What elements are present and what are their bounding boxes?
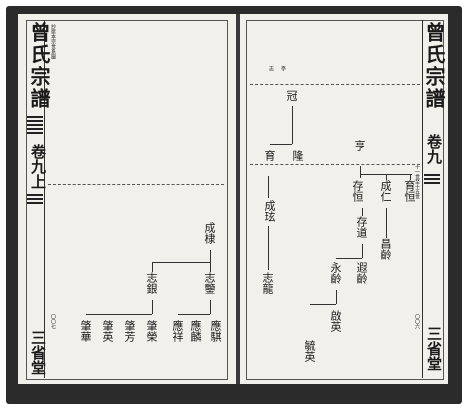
generation-divider bbox=[250, 164, 420, 165]
member-name: 育恒 bbox=[403, 180, 416, 202]
tree-line bbox=[270, 144, 292, 145]
volume-rule-bars bbox=[424, 174, 440, 186]
member-name: 志龍 bbox=[261, 272, 274, 294]
member-name: 遐齡 bbox=[355, 262, 368, 284]
tree-line bbox=[360, 166, 361, 178]
tree-line bbox=[410, 174, 411, 180]
member-name: 存道 bbox=[355, 216, 368, 238]
member-name: 毓英 bbox=[303, 340, 316, 362]
book-gutter bbox=[236, 14, 240, 384]
left-page: 曾氏宗譜 卷九上 三省堂 抄漿本宗世系圖 〇〇七 成棣 志銀 志鑒 肇華 肇英 … bbox=[18, 14, 236, 384]
member-name: 昌齡 bbox=[379, 238, 392, 260]
member-name: 育 bbox=[263, 150, 276, 161]
tree-line bbox=[210, 250, 211, 262]
member-name: 肇華 bbox=[79, 320, 92, 342]
top-label: 志 bbox=[268, 66, 274, 71]
generation-divider bbox=[48, 184, 224, 185]
hall-name: 三省堂 bbox=[425, 326, 443, 371]
title-rule-bars bbox=[27, 116, 43, 136]
tree-line bbox=[210, 300, 211, 314]
series-label: 十一世至十五世 bbox=[414, 164, 420, 199]
tree-line bbox=[386, 174, 387, 180]
series-label: 抄漿本宗世系圖 bbox=[50, 24, 56, 59]
member-name: 肇芳 bbox=[123, 320, 136, 342]
volume-label: 卷九 bbox=[425, 134, 443, 164]
member-name: 志銀 bbox=[145, 272, 158, 294]
member-name: 亨 bbox=[353, 140, 366, 151]
member-name: 成仁 bbox=[379, 180, 392, 202]
tree-line bbox=[336, 290, 337, 304]
page-number: 〇〇六 bbox=[414, 314, 420, 329]
margin-rule bbox=[44, 20, 45, 378]
member-name: 志鑒 bbox=[203, 272, 216, 294]
tree-line bbox=[362, 208, 363, 216]
tree-line bbox=[152, 262, 210, 263]
member-name: 應騏 bbox=[209, 320, 222, 342]
tree-line bbox=[86, 314, 152, 315]
member-name: 肇榮 bbox=[145, 320, 158, 342]
page-frame bbox=[26, 20, 228, 380]
member-name: 永齡 bbox=[329, 262, 342, 284]
tree-line bbox=[152, 262, 153, 272]
tree-line bbox=[386, 208, 387, 238]
tree-line bbox=[210, 262, 211, 272]
generation-divider bbox=[250, 84, 420, 85]
member-name: 啟英 bbox=[329, 310, 342, 332]
volume-rule-bars bbox=[27, 194, 43, 206]
tree-line bbox=[292, 106, 293, 144]
tree-line bbox=[310, 304, 336, 305]
member-name: 冠 bbox=[285, 90, 298, 101]
member-name: 存恒 bbox=[351, 180, 364, 202]
member-name: 肇英 bbox=[101, 320, 114, 342]
member-name: 成棣 bbox=[203, 222, 216, 244]
top-label: 亭 bbox=[280, 66, 286, 71]
tree-line bbox=[362, 244, 363, 258]
member-name: 隆 bbox=[291, 150, 304, 161]
tree-line bbox=[268, 176, 269, 198]
page-frame bbox=[246, 20, 444, 380]
volume-label: 卷九上 bbox=[29, 144, 47, 189]
tree-line bbox=[178, 314, 210, 315]
right-page: 曾氏宗譜 卷九 三省堂 十一世至十五世 〇〇六 志 亭 冠 亨 育 隆 育恒 成… bbox=[240, 14, 448, 384]
member-name: 應祥 bbox=[171, 320, 184, 342]
page-number: 〇〇七 bbox=[50, 314, 56, 329]
member-name: 應麟 bbox=[189, 320, 202, 342]
margin-rule bbox=[422, 20, 423, 378]
hall-name: 三省堂 bbox=[29, 330, 47, 375]
member-name: 成玹 bbox=[263, 200, 276, 222]
tree-line bbox=[152, 300, 153, 314]
tree-line bbox=[336, 258, 362, 259]
spine-title: 曾氏宗譜 bbox=[27, 22, 51, 110]
tree-line bbox=[268, 226, 269, 270]
spine-title: 曾氏宗譜 bbox=[422, 22, 446, 110]
